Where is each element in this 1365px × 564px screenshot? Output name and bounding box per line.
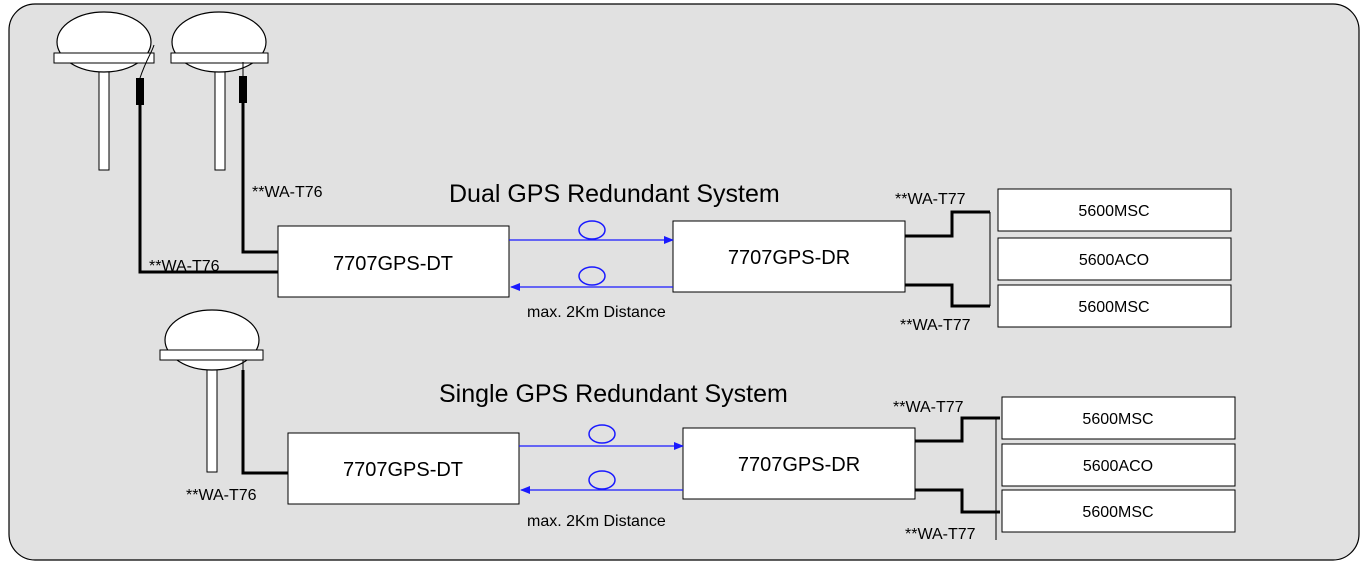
module-label: 5600MSC [1082, 411, 1153, 428]
module-box [1001, 396, 1236, 440]
output-cable-label: **WA-T77 [893, 399, 964, 416]
module-box [997, 284, 1232, 328]
distance-label: max. 2Km Distance [527, 513, 666, 530]
fiber-coil-icon [578, 266, 606, 286]
antenna-cable-label: **WA-T76 [149, 258, 220, 275]
output-cable-label: **WA-T77 [895, 191, 966, 208]
antenna-cable [241, 370, 288, 475]
antenna-cable [138, 104, 278, 274]
receiver-label: 7707GPS-DR [738, 454, 860, 476]
receiver-label: 7707GPS-DR [728, 247, 850, 269]
module-box [1001, 489, 1236, 533]
transmitter-label: 7707GPS-DT [333, 253, 453, 275]
fiber-coil-icon [588, 470, 616, 490]
antenna-cable-label: **WA-T76 [186, 487, 257, 504]
transmitter-label: 7707GPS-DT [343, 459, 463, 481]
gps-antenna-icon [170, 11, 269, 171]
output-cable [915, 488, 1000, 514]
antenna-lead [139, 44, 155, 79]
single-gps-system: **WA-T76 Single GPS Redundant System 770… [159, 309, 1236, 543]
output-cable [905, 283, 990, 308]
receiver-box [672, 220, 906, 293]
transmitter-box [277, 225, 510, 298]
system-title: Dual GPS Redundant System [449, 180, 780, 208]
module-box [1001, 443, 1236, 487]
output-cable-label: **WA-T77 [905, 526, 976, 543]
system-title: Single GPS Redundant System [439, 380, 788, 408]
output-cable-label: **WA-T77 [900, 317, 971, 334]
module-label: 5600ACO [1083, 458, 1153, 475]
receiver-box [682, 427, 916, 500]
module-label: 5600MSC [1082, 504, 1153, 521]
module-label: 5600ACO [1079, 252, 1149, 269]
module-label: 5600MSC [1078, 203, 1149, 220]
module-box [997, 237, 1232, 281]
cable-connector [136, 78, 144, 105]
antenna-cable [241, 102, 278, 254]
output-cable [905, 210, 990, 238]
transmitter-box [287, 432, 520, 505]
distance-label: max. 2Km Distance [527, 304, 666, 321]
module-label: 5600MSC [1078, 299, 1149, 316]
dual-gps-system: **WA-T76 **WA-T76 Dual GPS Redundant Sys… [53, 11, 1232, 334]
cable-connector [239, 76, 247, 103]
antenna-cable-label: **WA-T76 [252, 184, 323, 201]
output-cable [915, 416, 1000, 443]
fiber-coil-icon [588, 424, 616, 444]
module-box [997, 188, 1232, 232]
gps-antenna-icon [159, 309, 264, 473]
gps-antenna-icon [53, 11, 155, 171]
fiber-coil-icon [578, 220, 606, 240]
